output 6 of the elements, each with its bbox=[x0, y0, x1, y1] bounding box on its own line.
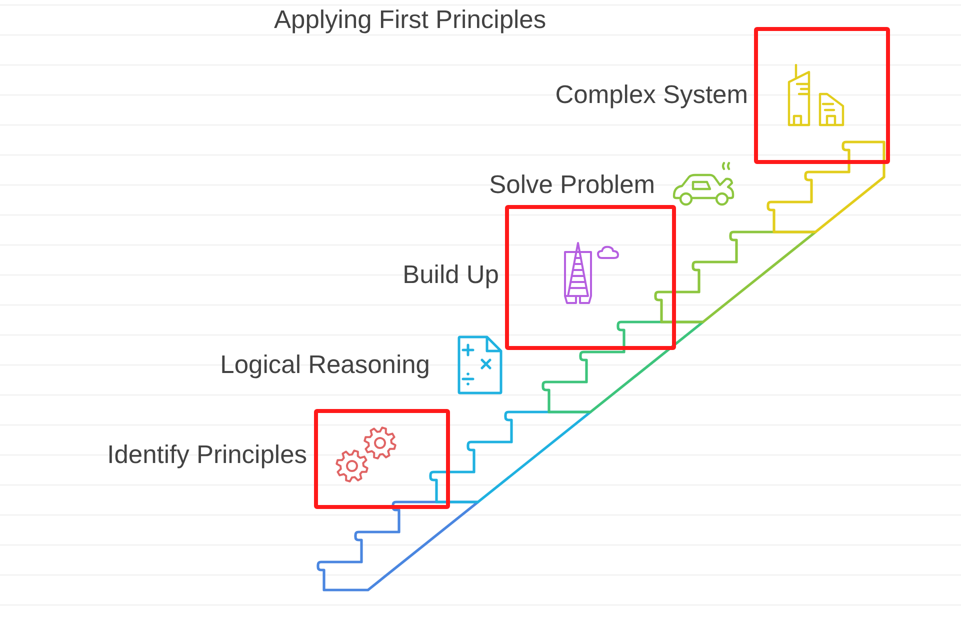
step-label: Solve Problem bbox=[489, 170, 655, 200]
step-label: Identify Principles bbox=[107, 440, 307, 470]
diagram-title: Applying First Principles bbox=[274, 5, 546, 35]
step-label: Logical Reasoning bbox=[220, 350, 430, 380]
step-label: Complex System bbox=[555, 80, 748, 110]
step-label: Build Up bbox=[402, 260, 499, 290]
